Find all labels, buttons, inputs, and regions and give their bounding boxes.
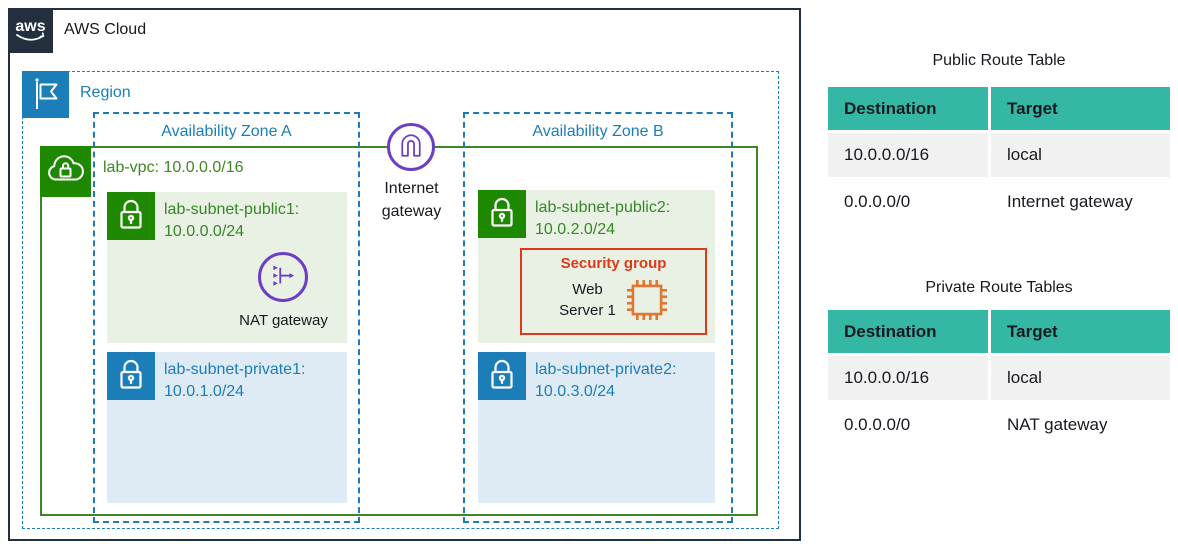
availability-zone-b: Availability Zone B bbox=[463, 112, 733, 523]
availability-zone-a: Availability Zone A bbox=[93, 112, 360, 523]
cell-target: Internet gateway bbox=[991, 180, 1170, 223]
nat-gateway-icon bbox=[258, 252, 308, 302]
availability-zone-b-label: Availability Zone B bbox=[532, 123, 664, 140]
internet-gateway-label: Internet gateway bbox=[381, 180, 442, 220]
cell-target: local bbox=[991, 356, 1170, 400]
subnet-private1-cidr: 10.0.1.0/24 bbox=[164, 383, 245, 400]
vpc-icon bbox=[40, 146, 91, 197]
subnet-public1-panel: lab-subnet-public1: 10.0.0.0/24 bbox=[107, 192, 347, 343]
table-header-row: Destination Target bbox=[828, 87, 1170, 130]
subnet-public2-panel: lab-subnet-public2: 10.0.2.0/24 bbox=[478, 190, 715, 343]
subnet-public2-cidr: 10.0.2.0/24 bbox=[535, 221, 616, 238]
security-group-label: Security group bbox=[560, 255, 667, 272]
subnet-private1-name: lab-subnet-private1: bbox=[164, 361, 306, 378]
private-route-table-title: Private Route Tables bbox=[925, 279, 1073, 296]
availability-zone-a-label: Availability Zone A bbox=[161, 123, 292, 140]
header-target: Target bbox=[991, 310, 1170, 353]
subnet-public1-name: lab-subnet-public1: bbox=[164, 201, 300, 218]
ec2-instance-icon bbox=[621, 274, 673, 326]
subnet-public2-label: lab-subnet-public2: 10.0.2.0/24 bbox=[535, 197, 670, 241]
public-subnet-lock-icon bbox=[107, 192, 155, 240]
subnet-public2-name: lab-subnet-public2: bbox=[535, 199, 671, 216]
subnet-private2-cidr: 10.0.3.0/24 bbox=[535, 383, 616, 400]
subnet-private1-panel: lab-subnet-private1: 10.0.1.0/24 bbox=[107, 352, 347, 503]
table-row: 0.0.0.0/0 NAT gateway bbox=[828, 403, 1170, 446]
subnet-private2-label: lab-subnet-private2: 10.0.3.0/24 bbox=[535, 359, 676, 403]
aws-logo-icon: aws bbox=[8, 8, 53, 53]
region-label: Region bbox=[80, 84, 131, 101]
public-route-table-title: Public Route Table bbox=[932, 52, 1066, 69]
private-subnet-lock-icon bbox=[107, 352, 155, 400]
subnet-private2-panel: lab-subnet-private2: 10.0.3.0/24 bbox=[478, 352, 715, 503]
subnet-public1-cidr: 10.0.0.0/24 bbox=[164, 223, 245, 240]
table-header-row: Destination Target bbox=[828, 310, 1170, 353]
region-container bbox=[22, 71, 779, 529]
header-destination: Destination bbox=[828, 310, 988, 353]
aws-logo-text: aws bbox=[15, 18, 45, 35]
vpc-label: lab-vpc: 10.0.0.0/16 bbox=[103, 159, 244, 176]
internet-gateway-icon bbox=[387, 123, 435, 171]
cell-destination: 0.0.0.0/0 bbox=[828, 403, 988, 446]
subnet-public1-label: lab-subnet-public1: 10.0.0.0/24 bbox=[164, 199, 299, 243]
public-subnet-lock-icon bbox=[478, 190, 526, 238]
aws-cloud-container bbox=[8, 8, 801, 541]
cell-destination: 0.0.0.0/0 bbox=[828, 180, 988, 223]
cell-destination: 10.0.0.0/16 bbox=[828, 133, 988, 177]
cell-target: local bbox=[991, 133, 1170, 177]
private-route-table: Destination Target 10.0.0.0/16 local 0.0… bbox=[828, 310, 1170, 449]
aws-cloud-label: AWS Cloud bbox=[64, 21, 147, 38]
table-row: 0.0.0.0/0 Internet gateway bbox=[828, 180, 1170, 223]
table-row: 10.0.0.0/16 local bbox=[828, 133, 1170, 177]
cell-destination: 10.0.0.0/16 bbox=[828, 356, 988, 400]
security-group-box: Security group Web Server 1 bbox=[520, 248, 707, 335]
cell-target: NAT gateway bbox=[991, 403, 1170, 446]
subnet-private2-name: lab-subnet-private2: bbox=[535, 361, 677, 378]
table-row: 10.0.0.0/16 local bbox=[828, 356, 1170, 400]
nat-gateway-label: NAT gateway bbox=[239, 312, 328, 329]
web-server-label: Web Server 1 bbox=[559, 281, 616, 319]
public-route-table: Destination Target 10.0.0.0/16 local 0.0… bbox=[828, 87, 1170, 226]
private-subnet-lock-icon bbox=[478, 352, 526, 400]
header-destination: Destination bbox=[828, 87, 988, 130]
region-flag-icon bbox=[22, 71, 69, 118]
header-target: Target bbox=[991, 87, 1170, 130]
subnet-private1-label: lab-subnet-private1: 10.0.1.0/24 bbox=[164, 359, 305, 403]
